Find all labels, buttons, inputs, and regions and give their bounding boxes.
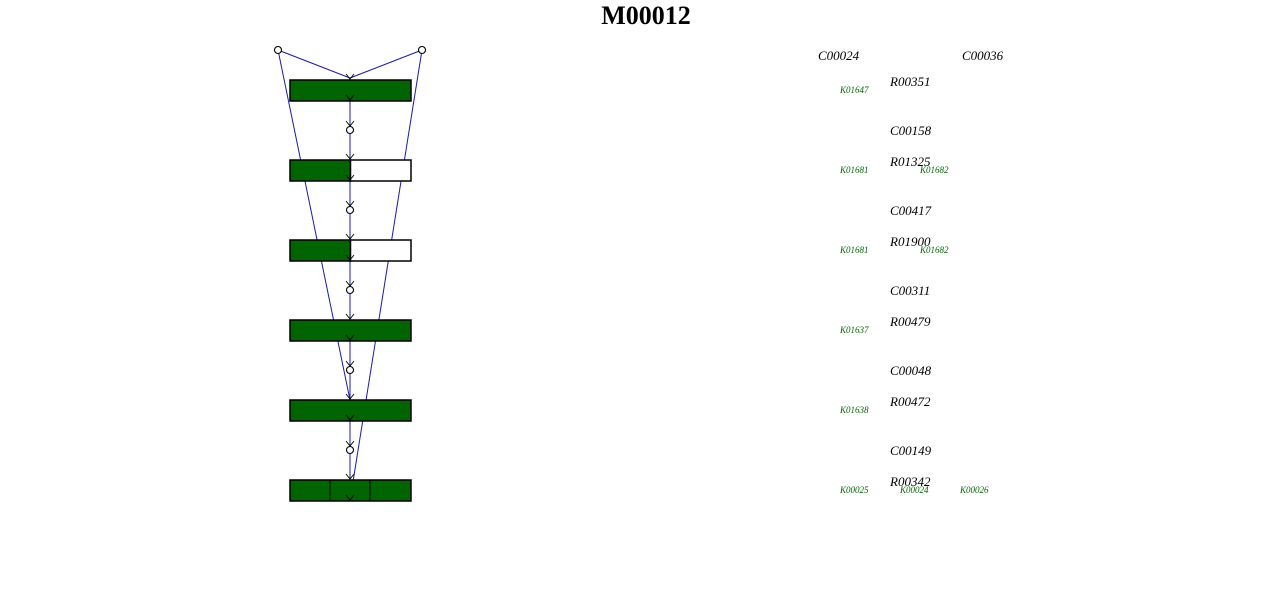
reaction-label: R00342 <box>889 474 931 489</box>
ortholog-label: K01682 <box>919 165 949 175</box>
edge-right-diagonal <box>349 49 423 501</box>
compound-label: C00036 <box>962 48 1004 63</box>
ortholog-label: K01682 <box>919 245 949 255</box>
reaction-label: R00472 <box>889 394 931 409</box>
compound-node <box>345 365 355 375</box>
arrow-mark <box>345 153 355 160</box>
compound-node <box>345 205 355 215</box>
compound-node <box>345 125 355 135</box>
reaction-box <box>289 319 412 342</box>
compound-label: C00048 <box>890 363 932 378</box>
box-cell <box>289 479 412 502</box>
module-title: M00012 <box>601 1 691 30</box>
reaction-box <box>289 399 412 422</box>
compound-label: C00024 <box>818 48 860 63</box>
ortholog-label: K00025 <box>839 485 869 495</box>
arrow-mark <box>345 254 355 261</box>
edge-left-top <box>277 49 351 79</box>
compound-label: C00149 <box>890 443 932 458</box>
ortholog-label: K01638 <box>839 405 869 415</box>
reaction-label: R01325 <box>889 154 931 169</box>
ortholog-label: K01681 <box>839 165 869 175</box>
arrow-mark <box>345 473 355 480</box>
arrow-mark <box>345 414 355 421</box>
compound-node <box>417 45 427 55</box>
arrow-mark <box>345 233 355 240</box>
compound-label: C00158 <box>890 123 932 138</box>
arrow-mark <box>345 174 355 181</box>
reaction-boxes <box>289 79 412 502</box>
ortholog-label: K01637 <box>839 325 869 335</box>
arrow-mark <box>345 393 355 400</box>
ortholog-label: K00024 <box>899 485 929 495</box>
compound-label: C00311 <box>890 283 930 298</box>
compound-nodes <box>273 45 427 501</box>
box-cell <box>289 239 352 262</box>
edge-right-top <box>349 49 423 79</box>
ortholog-label: K00026 <box>959 485 989 495</box>
box-cell <box>289 399 412 422</box>
reaction-box <box>289 159 412 182</box>
compound-node <box>345 445 355 455</box>
arrow-mark <box>345 94 355 101</box>
ortholog-label: K01681 <box>839 245 869 255</box>
pathway-edges <box>277 49 423 501</box>
reaction-label: R00479 <box>889 314 931 329</box>
arrow-mark <box>345 73 355 80</box>
ortholog-label: K01647 <box>839 85 869 95</box>
arrow-mark <box>345 313 355 320</box>
box-cell <box>349 159 412 182</box>
reaction-box <box>289 79 412 102</box>
arrow-mark <box>345 494 355 501</box>
reaction-box <box>289 239 412 262</box>
reaction-box <box>289 479 412 502</box>
box-cell <box>349 239 412 262</box>
box-cell <box>289 159 352 182</box>
reaction-label: R01900 <box>889 234 931 249</box>
box-cell <box>289 319 412 342</box>
box-cell <box>289 79 412 102</box>
compound-node <box>273 45 283 55</box>
compound-node <box>345 285 355 295</box>
arrow-mark <box>345 334 355 341</box>
reaction-label: R00351 <box>889 74 930 89</box>
edge-left-diagonal <box>277 49 351 401</box>
compound-label: C00417 <box>890 203 932 218</box>
